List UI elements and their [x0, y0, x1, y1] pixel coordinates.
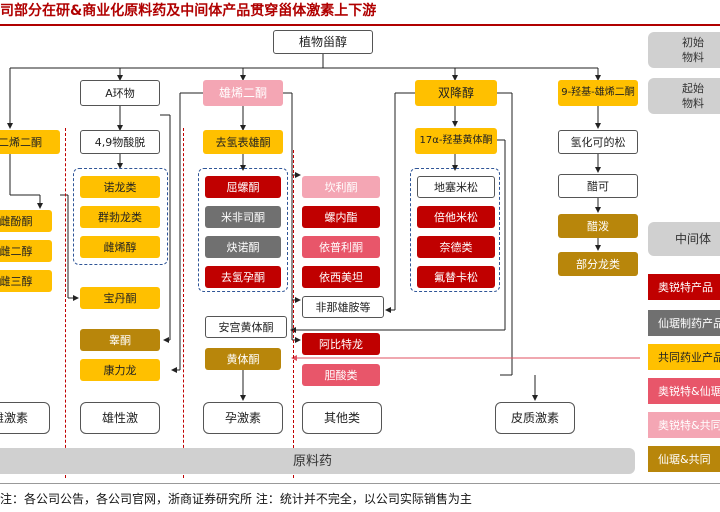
node-finasteride: 非那雄胺等: [302, 296, 384, 318]
node-medroxyprogesterone: 安宫黄体酮: [205, 316, 287, 338]
node-estradiol: 雌二醇: [0, 240, 52, 262]
node-estriol: 雌三醇: [0, 270, 52, 292]
legend-category-initial-text: 初始 物料: [682, 36, 704, 64]
legend-item-aurisco: 奥锐特产品: [648, 274, 720, 300]
group-box-progestin: [198, 168, 288, 292]
legend-item-aurisco-xianju: 奥锐特&仙琚: [648, 378, 720, 404]
node-norethisterone: 炔诺酮: [205, 236, 281, 258]
node-mifepristone: 米非司酮: [205, 206, 281, 228]
node-prednisone-acetate: 醋泼: [558, 214, 638, 238]
node-diene-acid: 4,9物酸脱: [80, 130, 160, 154]
node-trenbolone: 群勃龙类: [80, 206, 160, 228]
node-spironolactone: 螺内酯: [302, 206, 380, 228]
node-nandrolone: 诺龙类: [80, 176, 160, 198]
legend-item-xianju: 仙琚制药产品: [648, 310, 720, 336]
node-diene-dione: 二烯二酮: [0, 130, 60, 154]
column-separator: [183, 128, 184, 478]
node-progesterone: 黄体酮: [205, 348, 281, 370]
node-17-hydroxyprogesterone: 17α-羟基黄体酮: [415, 128, 497, 154]
node-androstenedione: 雄烯二酮: [203, 80, 283, 106]
legend-category-intermediate: 中间体: [648, 222, 720, 256]
node-9oh-ad: 9-羟基-雄烯二酮: [558, 80, 638, 106]
node-estrone: 雌酚酮: [0, 210, 52, 232]
legend-item-xianju-gongtong: 仙琚&共同: [648, 446, 720, 472]
node-eplerenone: 依普利酮: [302, 236, 380, 258]
node-budesonide: 奈德类: [417, 236, 495, 258]
node-stanozolol: 康力龙: [80, 359, 160, 381]
footer-source-note: 注：各公司公告，各公司官网，浙商证券研究所 注：统计并不完全，以公司实际销售为主: [0, 492, 472, 506]
group-box-cortico: [410, 168, 500, 292]
column-separator: [293, 150, 294, 478]
group-box-androgen: [73, 168, 168, 265]
category-estrogen: 雌激素: [0, 402, 50, 434]
page-title: 司部分在研&商业化原料药及中间体产品贯穿甾体激素上下游: [0, 3, 377, 19]
footer-rule: [0, 483, 720, 484]
node-dehydroepiandrosterone: 去氢表雄酮: [203, 130, 283, 154]
node-canrenone: 坎利酮: [302, 176, 380, 198]
node-phytosterol: 植物甾醇: [273, 30, 373, 54]
node-dexamethasone: 地塞米松: [417, 176, 495, 198]
node-bile-acid: 胆酸类: [302, 364, 380, 386]
node-boldenone: 宝丹酮: [80, 287, 160, 309]
category-androgen: 雄性激: [80, 402, 160, 434]
node-partial-dragon: 部分龙类: [558, 252, 638, 276]
node-testosterone: 睾酮: [80, 329, 160, 351]
category-progestin: 孕激素: [203, 402, 283, 434]
node-cortisone-acetate: 醋可: [558, 174, 638, 198]
node-adt: 双降醇: [415, 80, 497, 106]
legend-item-gongtong: 共同药业产品: [648, 344, 720, 370]
category-other: 其他类: [302, 402, 382, 434]
node-exemestane: 依西美坦: [302, 266, 380, 288]
raw-material-bar: 原料药: [0, 448, 635, 474]
category-corticosteroid: 皮质激素: [495, 402, 575, 434]
node-fluticasone: 氟替卡松: [417, 266, 495, 288]
legend-category-initial: 初始 物料: [648, 32, 720, 68]
node-ethylestrenol: 雌烯醇: [80, 236, 160, 258]
legend-category-starting: 起始 物料: [648, 78, 720, 114]
node-abiraterone: 阿比特龙: [302, 333, 380, 355]
node-betamethasone: 倍他米松: [417, 206, 495, 228]
node-dydrogesterone: 去氢孕酮: [205, 266, 281, 288]
node-drospirenone: 屈螺酮: [205, 176, 281, 198]
legend-item-aurisco-gongtong: 奥锐特&共同: [648, 412, 720, 438]
legend-category-starting-text: 起始 物料: [682, 82, 704, 110]
node-a-ring: A环物: [80, 80, 160, 106]
column-separator: [65, 128, 66, 478]
node-hydrocortisone: 氢化可的松: [558, 130, 638, 154]
title-rule: [0, 24, 720, 26]
